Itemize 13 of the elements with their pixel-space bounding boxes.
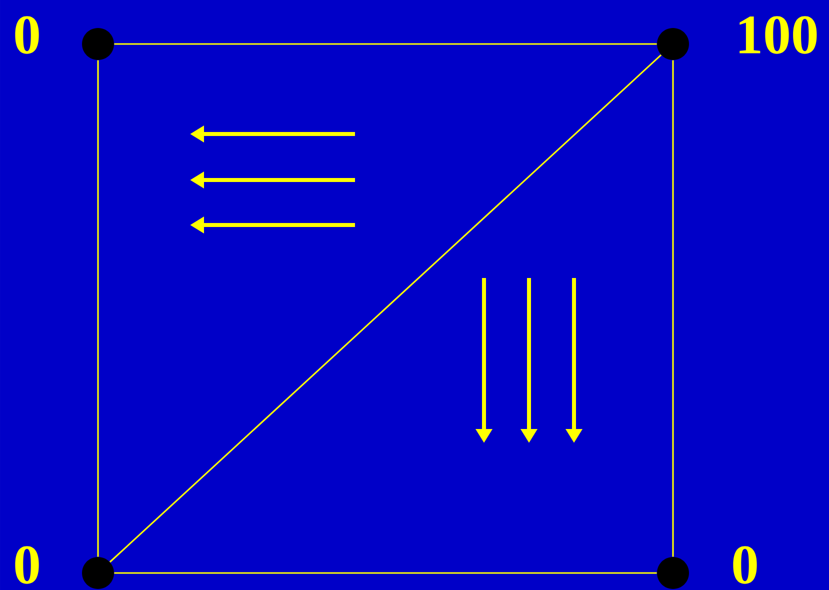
line (114, 572, 657, 574)
dot (82, 557, 114, 589)
line (97, 60, 99, 557)
line (672, 60, 674, 557)
line (109, 54, 662, 563)
dot (657, 28, 689, 60)
corner-value: 0 (15, 546, 39, 584)
line (114, 43, 657, 45)
dot (657, 557, 689, 589)
corner-value: 0 (733, 546, 757, 584)
dot (82, 28, 114, 60)
corner-value: 0 (15, 16, 39, 54)
corner-value: 100 (740, 16, 817, 54)
